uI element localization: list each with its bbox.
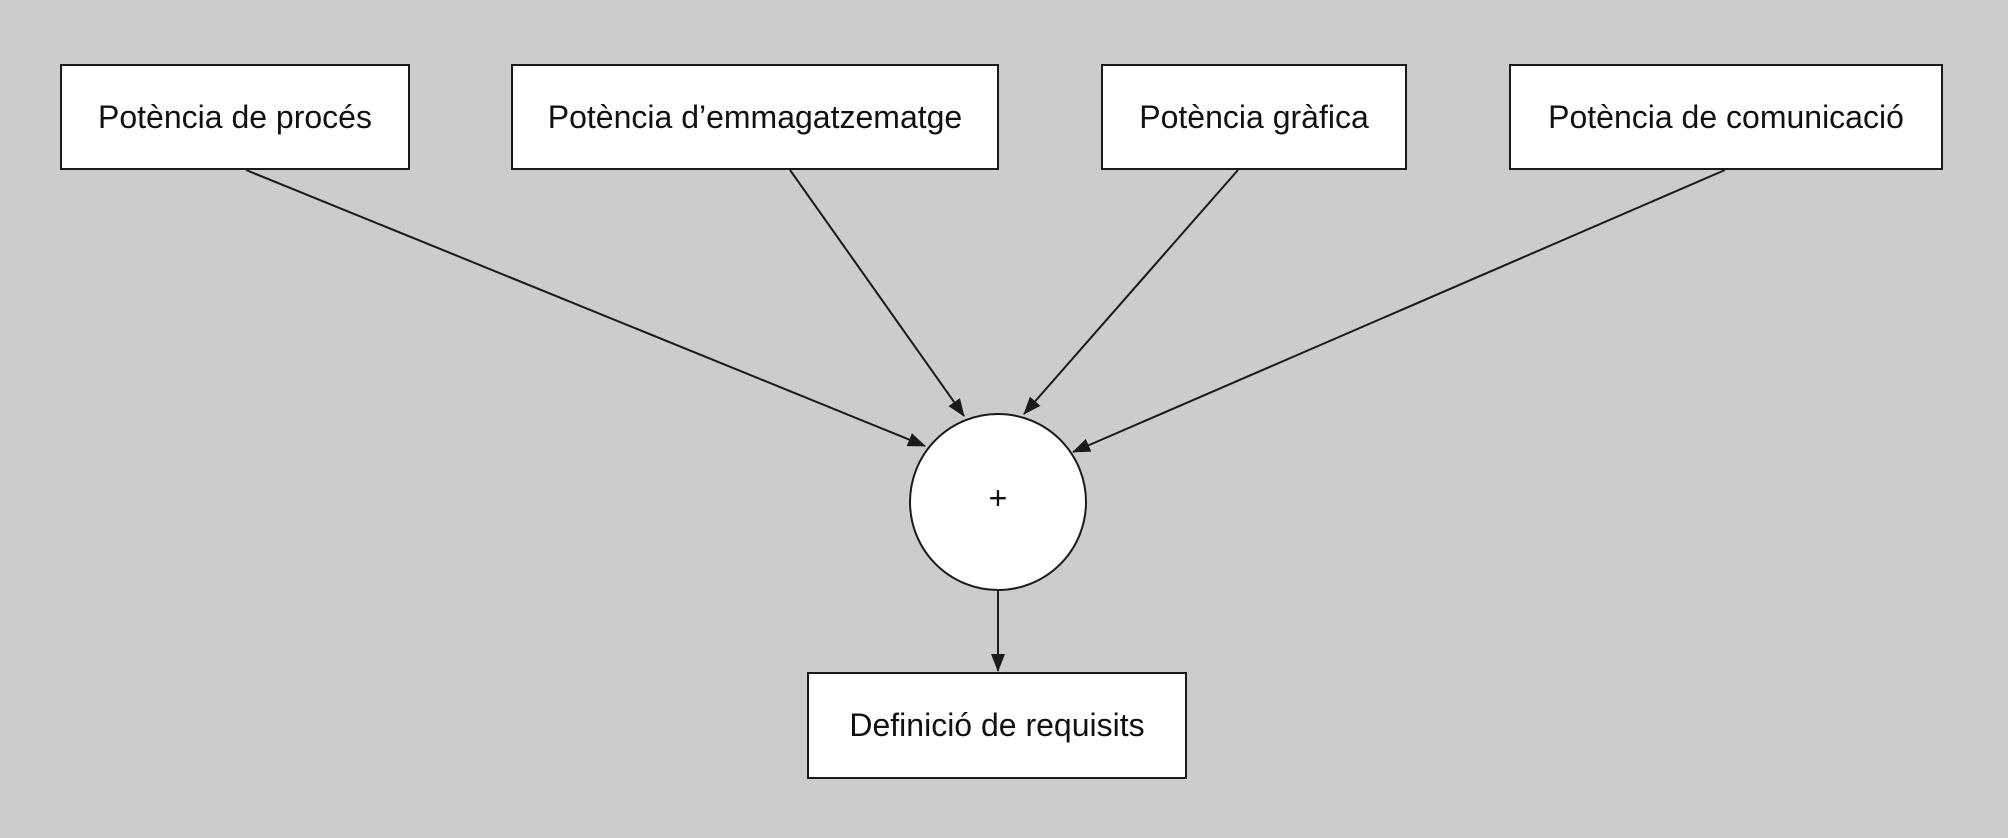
sum-symbol: + — [988, 480, 1008, 516]
sum-node — [909, 413, 1087, 591]
node-potencia-emmagatzematge: Potència d’emmagatzematge — [511, 64, 999, 170]
node-definicio-requisits: Definició de requisits — [807, 672, 1187, 779]
node-potencia-comunicacio: Potència de comunicació — [1509, 64, 1943, 170]
arrow-proces-to-sum — [245, 169, 926, 447]
node-potencia-grafica: Potència gràfica — [1101, 64, 1407, 170]
arrow-comunicacio-to-sum — [1072, 169, 1726, 453]
arrow-grafica-to-sum — [1023, 169, 1239, 415]
node-potencia-proces: Potència de procés — [60, 64, 410, 170]
arrow-emmagatzematge-to-sum — [789, 169, 965, 417]
